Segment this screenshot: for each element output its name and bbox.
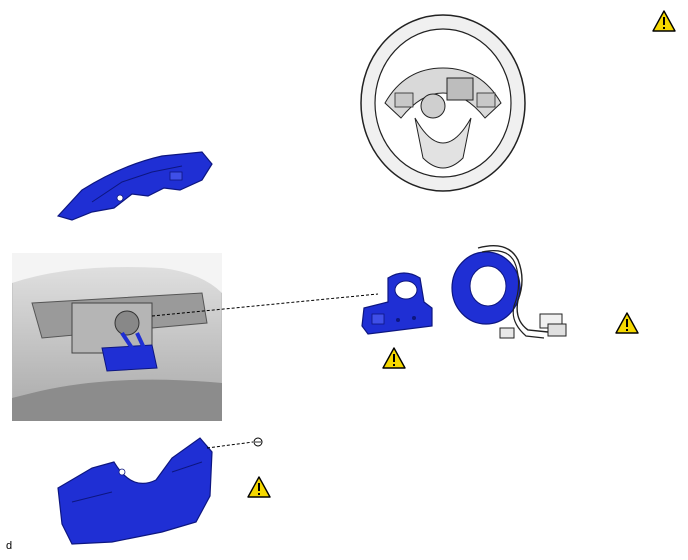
- warning-triangle-icon: [247, 476, 271, 498]
- steering-sensor: [361, 272, 433, 335]
- screw: [206, 437, 263, 449]
- lower-column-cover: [57, 437, 213, 545]
- leader-line: [151, 293, 379, 317]
- warning-triangle-icon: [615, 312, 639, 334]
- corner-label: d: [6, 540, 13, 552]
- warning-triangle-icon: [652, 10, 676, 32]
- upper-column-cover: [56, 151, 213, 221]
- steering-wheel: [360, 14, 526, 192]
- column-photo: [12, 253, 222, 421]
- warning-triangle-icon: [382, 347, 406, 369]
- spiral-cable: [451, 245, 567, 339]
